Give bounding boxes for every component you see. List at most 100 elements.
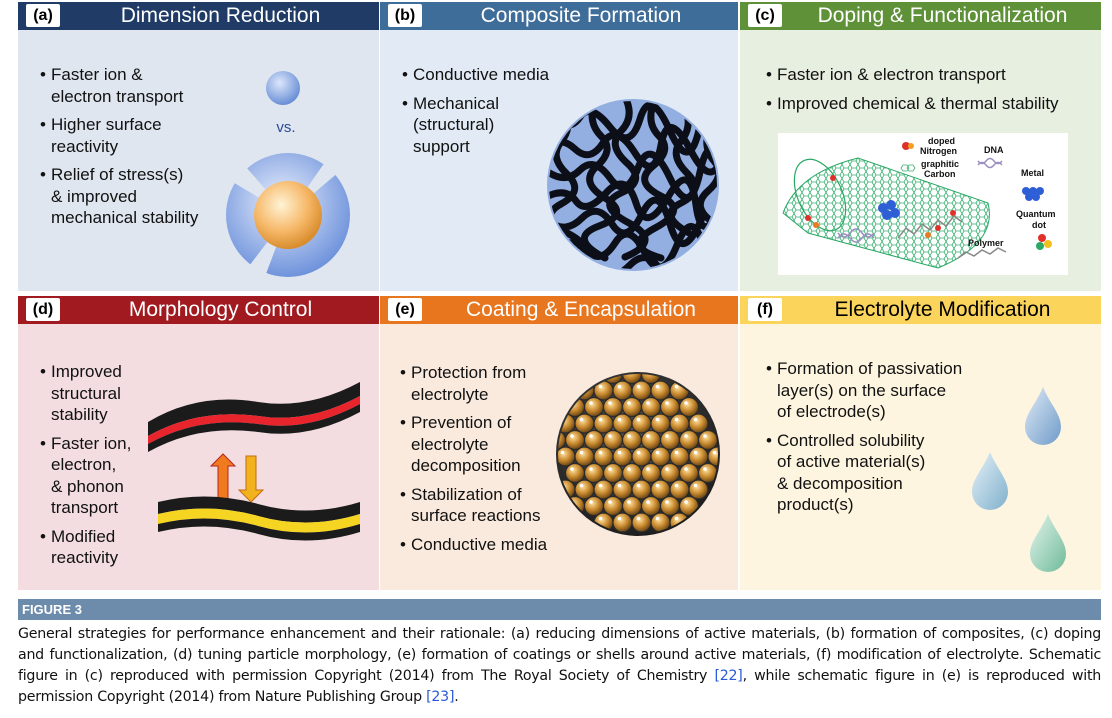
label-dna: DNA [984,145,1004,155]
particle-highlight [627,467,631,471]
panel-tag: (e) [388,298,422,321]
panel-header: (e) Coating & Encapsulation [380,296,738,324]
vs-label: vs. [276,119,295,136]
bottom-sheet [158,496,360,541]
bullet-text: Controlled solubility [777,430,925,450]
layered-sheets-illustration [148,382,360,541]
coated-particle [558,446,576,467]
coated-particles [552,368,718,533]
particle-highlight [589,500,593,504]
coated-particle [669,413,690,434]
particle-highlight [674,417,679,422]
bullet-text: Faster ion, [51,433,132,453]
coated-particle [688,446,709,467]
particle-highlight [684,500,688,504]
electrolyte-droplets [972,387,1066,572]
panel-header: (a) Dimension Reduction [18,2,379,30]
coated-particle [602,495,624,517]
particle-highlight [598,384,603,389]
particle-highlight [703,434,707,438]
coated-particle [640,374,662,385]
panel-tag: (f) [748,298,782,321]
panel-header: (b) Composite Formation [380,2,738,30]
particle-highlight [636,516,641,521]
particle-highlight [636,417,641,422]
particle-highlight [552,434,555,438]
coated-particle [593,446,614,467]
bullet-text: decomposition [411,456,521,475]
particle-highlight [646,500,650,504]
particle-highlight [674,483,679,488]
coated-particle [659,396,681,418]
panel-morphology-control: (d) Morphology Control •Improved structu… [18,296,379,590]
bullet-text: Relief of stress(s) [51,165,184,184]
bullet-text: product(s) [777,495,854,514]
reference-link[interactable]: [23] [426,689,455,705]
particle-highlight [579,483,584,488]
coated-particle [678,429,700,451]
bullet-text: reactivity [51,548,119,567]
coated-particle [621,396,643,418]
bullet-text: (structural) [413,115,495,134]
particle-highlight [703,467,707,471]
particle-highlight [627,401,631,405]
coated-particle [621,429,643,451]
panel-composite-formation: (b) Composite Formation •Conductive medi… [380,2,738,291]
dopant-atoms [805,175,956,238]
particle-highlight [598,450,603,455]
particle-highlight [693,450,698,455]
particle-size-illustration: vs. [226,71,350,282]
particle-highlight [579,417,584,422]
particle-highlight [674,384,679,389]
coated-particle [631,446,652,467]
particle-highlight [608,500,612,504]
coated-particle [640,495,662,517]
panel-tag: (d) [26,298,60,321]
coated-particle [612,479,633,500]
coated-particle [602,462,624,484]
coated-particle [612,512,633,533]
coated-particle [650,479,671,500]
reference-link[interactable]: [22] [714,668,743,684]
coated-particle [602,396,624,418]
particle-highlight [617,384,622,389]
bullet-text: Mechanical [413,93,499,113]
particle-highlight [617,483,622,488]
bullet-text: & improved [51,186,137,206]
bullet-list: •Faster ion & electron transport •Improv… [766,65,1059,113]
doping-schematic: doped Nitrogen graphitic Carbon DNA Meta… [778,133,1068,275]
metal-cluster [878,187,1044,220]
coated-particle [659,429,681,451]
bullet-text: & decomposition [777,473,903,493]
label-graphitic: graphitic [921,159,959,169]
coated-particle [612,413,633,434]
particle-highlight [665,401,669,405]
coated-particle [583,462,605,484]
particle-highlight [598,483,603,488]
label-polymer: Polymer [968,238,1004,248]
coated-particle [564,462,586,484]
panel-header: (f) Electrolyte Modification [740,296,1101,324]
coated-particle [650,446,671,467]
particle-highlight [608,467,612,471]
label-carbon: Carbon [924,169,956,179]
particle-highlight [636,483,641,488]
coated-particle [650,380,671,401]
particle-highlight [617,417,622,422]
bullet-text: Improved chemical & thermal stability [777,93,1059,113]
coated-particle [669,479,690,500]
coated-particle [574,446,595,467]
particle-highlight [627,368,631,372]
coated-particle [688,479,709,500]
bullet-list: •Faster ion & electron transport •Higher… [40,65,199,227]
top-sheet [148,382,360,452]
composite-network-illustration [547,99,719,271]
particle-highlight [636,450,641,455]
coated-particle [574,413,595,434]
large-cracked-particle [226,153,350,282]
particle-highlight [627,500,631,504]
particle-highlight [693,417,698,422]
particle-highlight [655,417,660,422]
figure-caption: General strategies for performance enhan… [18,624,1101,708]
particle-highlight [570,434,574,438]
